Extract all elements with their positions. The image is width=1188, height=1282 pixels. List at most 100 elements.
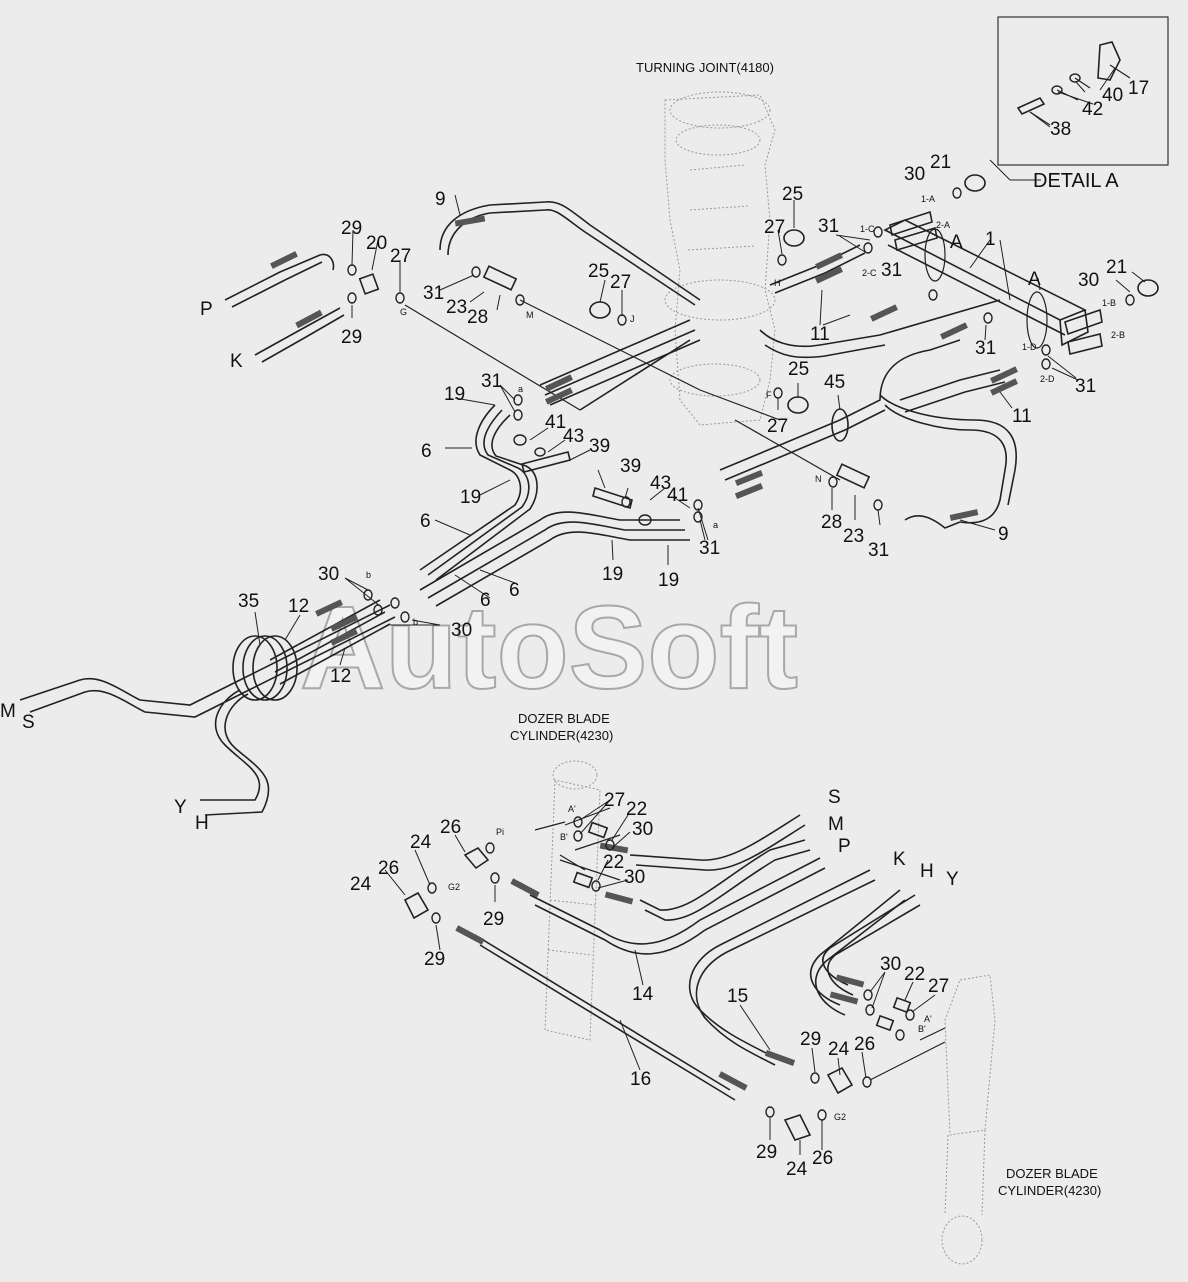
part-label: 31 [881,260,902,281]
part-numbers-lower: 26 24 27 22 30 22 30 26 24 29 29 14 16 1… [350,790,949,1180]
part-label: 31 [1075,376,1096,397]
small-tags: G M J H F N a a b b 1-A 2-A 1-C 2-C 1-B … [366,194,1125,1122]
part-label: 43 [563,426,584,447]
part-label: 31 [975,338,996,359]
part-numbers-middle: 31 19 41 43 39 6 19 6 39 43 41 31 19 19 … [420,359,1009,611]
turning-joint-title: TURNING JOINT(4180) [636,60,774,75]
part-label: 25 [588,261,609,282]
part-label: 23 [446,297,467,318]
part-label: 27 [610,272,631,293]
turning-joint-outline [664,91,776,426]
part-label: 12 [330,666,351,687]
detail-a-title: DETAIL A [1033,170,1119,192]
part-label: 31 [423,283,444,304]
part-label: 29 [341,327,362,348]
part-label: 21 [1106,257,1127,278]
part-label: 26 [378,858,399,879]
part-label: 24 [786,1159,808,1180]
tag-j: J [630,314,635,324]
part-label: 24 [410,832,432,853]
part-label: 29 [756,1142,777,1163]
tag-g2-lower: G2 [834,1112,846,1122]
part-label: 27 [928,976,949,997]
part-label: 6 [509,580,520,601]
part-label: 22 [626,799,647,820]
part-label: 41 [545,412,566,433]
part-label: 19 [658,570,679,591]
part-label: 39 [589,436,610,457]
part-label: 20 [366,233,387,254]
part-label: 15 [727,986,748,1007]
part-label: 29 [483,909,504,930]
part-label: 38 [1050,119,1071,140]
tag-b-upper: b [366,570,371,580]
part-label: 28 [821,512,842,533]
part-label: 9 [998,524,1009,545]
part-label: 25 [788,359,809,380]
end-p-upper: P [200,299,213,320]
upper-pipes [19,200,1089,816]
part-label: 24 [350,874,372,895]
tag-b-lower: b [413,617,418,627]
part-label: 27 [390,246,411,267]
part-label: 40 [1102,85,1123,106]
part-label: 30 [624,867,645,888]
tag-f: F [766,390,772,400]
tag-pi: Pi [496,827,504,837]
part-label: 6 [421,441,432,462]
part-label: 16 [630,1069,651,1090]
lower-pipes [403,807,946,1141]
part-label: 19 [602,564,623,585]
dozer-cylinder-upper-outline [544,760,601,1041]
part-label: 21 [930,152,951,173]
tag-h: H [774,278,781,288]
part-label: 19 [444,384,465,405]
part-label: 9 [435,189,446,210]
part-label: 25 [782,184,803,205]
hose-bodies [270,215,1018,646]
part-label: 23 [843,526,864,547]
part-label: 14 [632,984,654,1005]
tag-1b: 1-B [1102,298,1116,308]
part-label: 30 [632,819,653,840]
part-label: 11 [1012,406,1032,427]
tag-2a: 2-A [936,220,950,230]
end-m-upper: M [0,701,16,722]
part-label: 24 [828,1039,850,1060]
part-numbers-top-right: 21 30 31 1 A 31 11 30 21 A 31 31 11 [810,152,1127,427]
tag-a-prime-lower: A' [924,1014,932,1024]
line-end-labels: P K M S Y H S M P K H Y [0,299,959,890]
part-label: 42 [1082,99,1103,120]
upper-fittings [347,174,1159,623]
part-label: 30 [880,954,901,975]
tag-m: M [526,310,534,320]
part-label: 29 [341,218,362,239]
tag-a-prime-upper: A' [568,804,576,814]
part-label: 28 [467,307,488,328]
end-k-lower: K [893,849,906,870]
part-label: 31 [481,371,502,392]
end-s-upper: S [22,712,35,733]
part-label: 30 [1078,270,1099,291]
part-label: 30 [904,164,925,185]
part-label: 6 [420,511,431,532]
end-h-upper: H [195,813,209,834]
tag-1a: 1-A [921,194,935,204]
part-label: A [1028,269,1041,290]
part-label: 1 [985,229,996,250]
part-label: 17 [1128,78,1149,99]
tag-2c: 2-C [862,268,877,278]
end-h-lower: H [920,861,934,882]
part-label: 31 [818,216,839,237]
tag-b-prime-upper: B' [560,832,568,842]
part-numbers-top-left: 9 29 20 27 29 31 23 28 25 27 25 27 [341,184,803,348]
tag-a-upper: a [518,384,523,394]
tag-n: N [815,474,822,484]
tag-a-lower: a [713,520,718,530]
part-numbers-left: 30 35 12 12 30 [238,564,472,687]
part-label: 41 [667,485,688,506]
part-label: 35 [238,591,259,612]
part-numbers-detail: 17 40 42 38 [1050,78,1149,140]
part-label: 26 [440,817,461,838]
